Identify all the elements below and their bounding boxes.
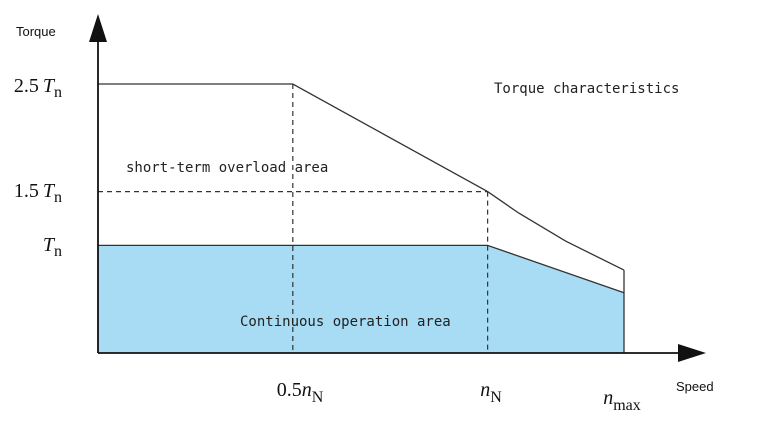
- guide-lines: [98, 84, 625, 353]
- continuous-area-fill: [98, 245, 624, 353]
- x-tick-label-nN: nN: [480, 379, 502, 406]
- x-tick-label-nmax: nmax: [603, 387, 641, 414]
- peak-torque-curve: [98, 83, 625, 271]
- annotation-continuous-operation-area: Continuous operation area: [240, 314, 451, 330]
- x-tick-label-0.5nN: 0.5nN: [277, 379, 324, 406]
- x-axis-arrow-icon: [678, 344, 706, 362]
- annotation-short-term-overload-area: short-term overload area: [126, 160, 328, 176]
- y-tick-label-Tn: Tn: [43, 234, 62, 260]
- annotation-torque-characteristics: Torque characteristics: [494, 81, 679, 97]
- y-axis-arrow-icon: [89, 14, 107, 42]
- continuous-torque-line: [98, 244, 625, 294]
- y-axis-title: Torque: [16, 24, 56, 39]
- x-axis-title: Speed: [676, 379, 714, 394]
